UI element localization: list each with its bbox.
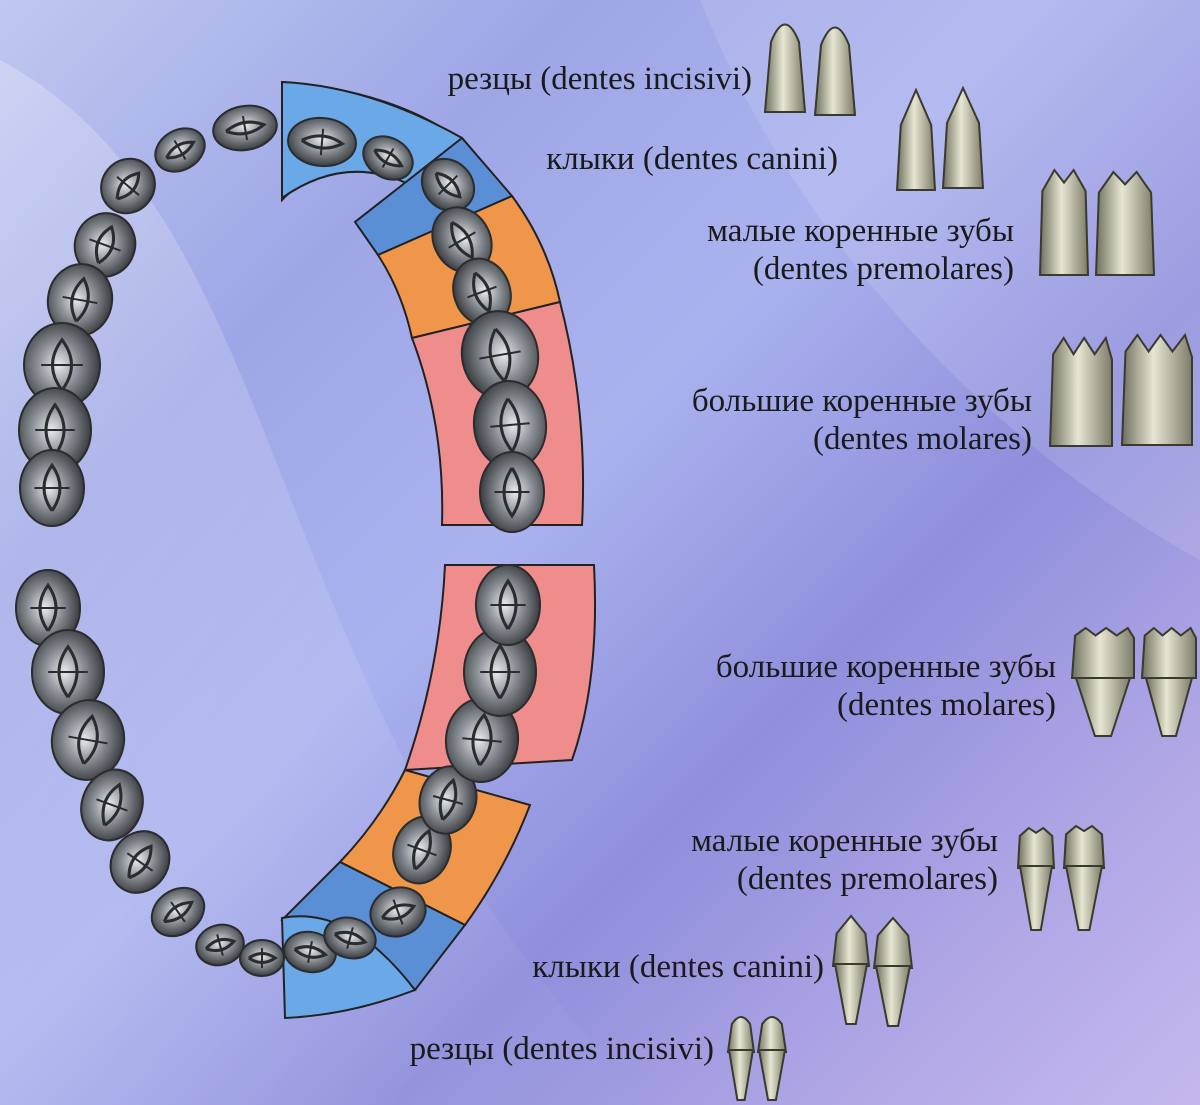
upper-molar-side-icon-2 [1122, 335, 1192, 445]
upper-premolar-side-icon-2 [1096, 172, 1154, 275]
label-line: малые коренные зубы [691, 822, 998, 860]
label-line: (dentes premolares) [707, 250, 1014, 288]
label-line: (dentes premolares) [691, 860, 998, 898]
upper-label-molares: большие коренные зубы(dentes molares) [692, 382, 1032, 458]
lower-canine-side-icon-2 [874, 918, 912, 968]
lower-label-premolares: малые коренные зубы(dentes premolares) [691, 822, 998, 898]
upper-label-premolares: малые коренные зубы(dentes premolares) [707, 212, 1014, 288]
label-line: клыки (dentes canini) [546, 140, 838, 178]
lower-premolar-side-icon-1 [1018, 828, 1054, 868]
lower-incisor-root-icon-2 [759, 1050, 785, 1100]
label-line: малые коренные зубы [707, 212, 1014, 250]
lower-canine-side-icon-1 [833, 916, 869, 966]
upper-tooth-2 [210, 101, 281, 155]
upper-premolar-side-icon-1 [1040, 170, 1088, 275]
lower-label-canini: клыки (dentes canini) [532, 948, 824, 986]
lower-premolar-root-icon-1 [1020, 866, 1052, 930]
lower-incisor-side-icon-2 [758, 1017, 786, 1052]
lower-canine-root-icon-2 [876, 966, 910, 1026]
lower-canine-root-icon-1 [835, 964, 867, 1024]
label-line: (dentes molares) [692, 420, 1032, 458]
lower-incisor-root-icon-1 [729, 1050, 753, 1100]
upper-label-canini: клыки (dentes canini) [546, 140, 838, 178]
upper-label-incisivi: резцы (dentes incisivi) [448, 60, 752, 98]
label-line: большие коренные зубы [692, 382, 1032, 420]
label-line: (dentes molares) [716, 686, 1056, 724]
lower-premolar-side-icon-2 [1064, 826, 1104, 868]
label-line: резцы (dentes incisivi) [448, 60, 752, 98]
lower-molar-root-icon-1 [1076, 678, 1130, 736]
lower-molar-root-icon-2 [1146, 678, 1192, 736]
upper-tooth-3 [147, 120, 212, 181]
lower-premolar-root-icon-2 [1066, 866, 1102, 930]
lower-incisor-side-icon-1 [728, 1017, 754, 1052]
upper-tooth-16 [480, 452, 544, 532]
label-line: клыки (dentes canini) [532, 948, 824, 986]
lower-label-molares: большие коренные зубы(dentes molares) [716, 648, 1056, 724]
lower-tooth-16 [476, 565, 540, 645]
lower-molar-side-icon-1 [1072, 628, 1134, 678]
lower-tooth-8 [240, 940, 284, 976]
label-line: резцы (dentes incisivi) [410, 1030, 714, 1068]
lower-molar-side-icon-2 [1142, 628, 1196, 678]
upper-tooth-9 [20, 450, 84, 526]
upper-molar-side-icon-1 [1050, 338, 1112, 446]
lower-label-incisivi: резцы (dentes incisivi) [410, 1030, 714, 1068]
label-line: большие коренные зубы [716, 648, 1056, 686]
